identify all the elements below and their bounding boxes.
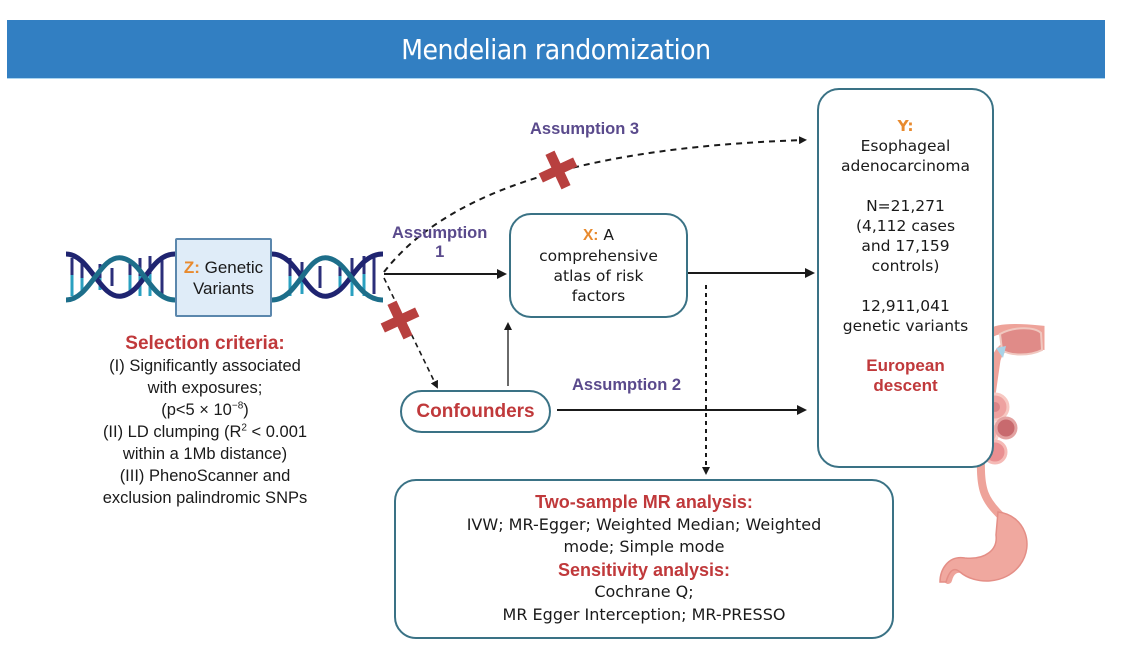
exposure-box: X: A comprehensive atlas of risk factors <box>509 213 688 318</box>
criteria-line: (I) Significantly associated <box>109 357 301 375</box>
variant-count: 12,911,041 <box>861 297 950 315</box>
confounders-label: Confounders <box>416 400 535 422</box>
assumption-1-label: Assumption 1 <box>392 224 488 261</box>
criteria-line: with exposures; <box>147 379 263 397</box>
ancestry: European <box>866 356 945 375</box>
z-to-confounders-arrow <box>383 277 438 389</box>
outcome-box: Y: Esophageal adenocarcinoma N=21,271 (4… <box>817 88 994 468</box>
criteria-line: (III) PhenoScanner and <box>119 467 291 485</box>
dna-helix-icon-right <box>271 251 384 303</box>
assumption-2-label: Assumption 2 <box>572 376 682 394</box>
page-title: Mendelian randomization <box>401 32 711 66</box>
title-banner: Mendelian randomization <box>7 20 1105 79</box>
criteria-line: within a 1Mb distance) <box>122 445 288 463</box>
confounders-box: Confounders <box>400 390 551 433</box>
genetic-variants-box: Z: Genetic Variants <box>175 238 272 317</box>
dna-helix-icon-left <box>65 251 176 303</box>
y-prefix: Y: <box>897 117 914 135</box>
selection-criteria: Selection criteria: (I) Significantly as… <box>55 333 355 509</box>
x-prefix: X: <box>582 227 599 244</box>
z-label-line2: Variants <box>192 278 255 298</box>
violation-cross-icon-assumption-3 <box>538 150 578 190</box>
z-prefix: Z: <box>183 257 200 277</box>
violation-cross-icon-confounders <box>380 300 420 340</box>
analysis-title: Two-sample MR analysis: <box>535 492 753 512</box>
criteria-line: (II) LD clumping (R2 < 0.001 <box>102 422 308 441</box>
outcome-name: Esophageal <box>860 137 951 155</box>
assumption-3-arrow <box>383 136 807 273</box>
analysis-box: Two-sample MR analysis: IVW; MR-Egger; W… <box>394 479 894 639</box>
z-label-line1: Genetic <box>204 257 264 277</box>
sensitivity-title: Sensitivity analysis: <box>557 559 731 580</box>
criteria-line: exclusion palindromic SNPs <box>102 489 308 507</box>
sample-size: N=21,271 <box>866 197 945 215</box>
criteria-line: (p<5 × 10−8) <box>161 400 249 419</box>
assumption-3-label: Assumption 3 <box>530 120 640 138</box>
selection-criteria-title: Selection criteria: <box>125 333 285 354</box>
